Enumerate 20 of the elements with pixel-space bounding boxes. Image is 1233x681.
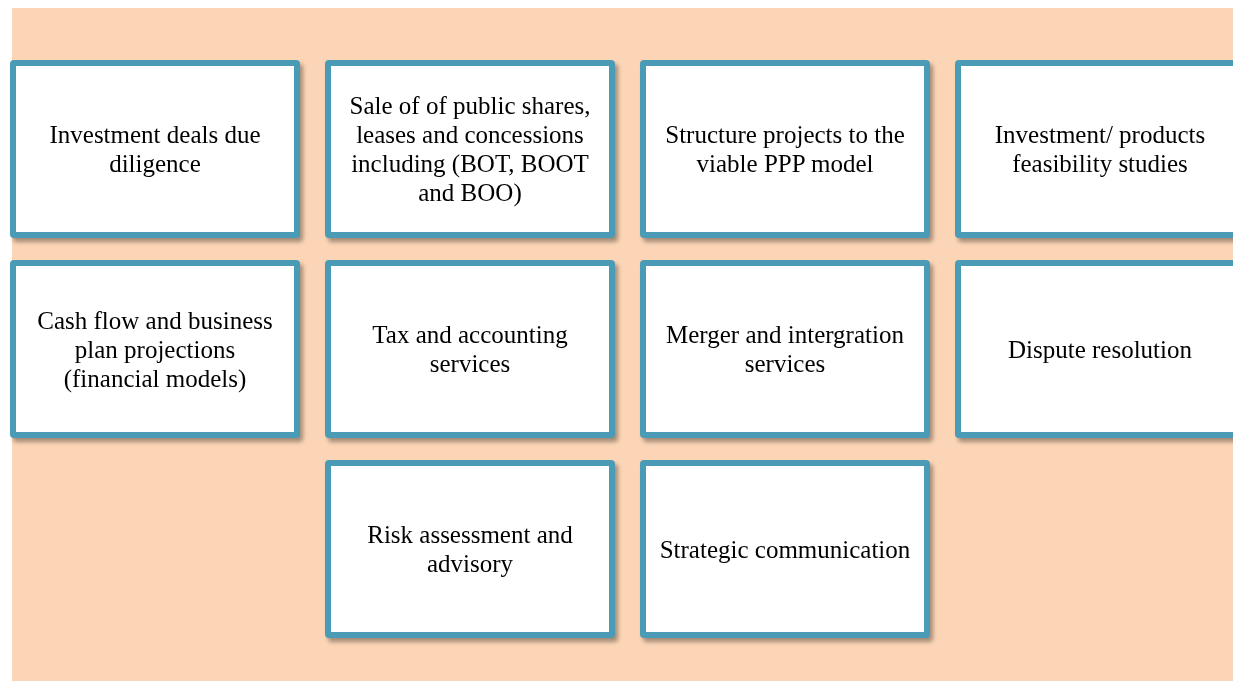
service-box (640, 260, 930, 438)
service-box (325, 60, 615, 238)
service-box (10, 60, 300, 238)
service-box (955, 260, 1233, 438)
service-label: Risk assessment and advisory (366, 520, 574, 578)
service-label: Tax and accounting services (371, 320, 569, 378)
service-box (325, 460, 615, 638)
service-label: Strategic communication (658, 534, 912, 564)
service-label: Merger and intergration services (665, 320, 905, 378)
service-label: Investment/ products feasibility studies (993, 120, 1207, 178)
service-label: Sale of of public shares, leases and concessions including (BOT, BOOT and BOO) (348, 91, 592, 207)
service-box (640, 60, 930, 238)
service-label: Dispute resolution (1007, 334, 1193, 364)
service-label: Cash flow and business plan projections (financial models) (36, 305, 274, 393)
service-label: Investment deals due diligence (48, 120, 262, 178)
service-box (325, 260, 615, 438)
service-box (955, 60, 1233, 238)
service-box (10, 260, 300, 438)
service-label: Structure projects to the viable PPP model (664, 120, 906, 178)
service-box (640, 460, 930, 638)
